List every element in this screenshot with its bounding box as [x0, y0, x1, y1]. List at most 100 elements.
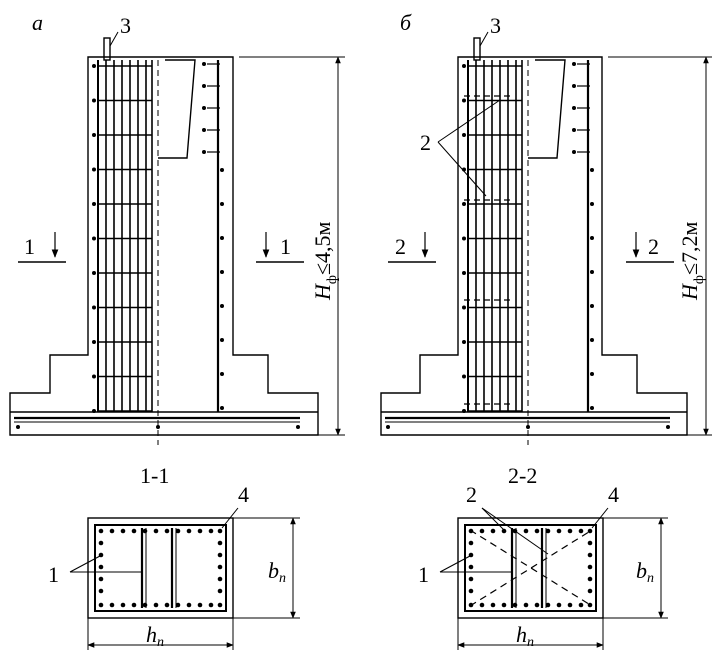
section-bar	[98, 602, 104, 608]
section-bar	[501, 602, 507, 608]
wall-bar-dot	[220, 406, 224, 410]
wall-bar-dot	[572, 62, 576, 66]
section-bar	[153, 602, 159, 608]
socket-outline-a	[158, 59, 196, 159]
section-bar	[217, 552, 223, 558]
mesh-leader-b1	[437, 99, 501, 143]
wall-bar-dot	[590, 168, 594, 172]
cage-bar-dot	[92, 167, 96, 172]
section-bar	[98, 528, 104, 534]
wall-bar-dot	[590, 372, 594, 376]
wall-bar-dot	[202, 84, 206, 88]
bar-leader-b	[479, 31, 489, 47]
section-bar	[164, 528, 170, 534]
cage-bar-dot	[462, 98, 466, 103]
wall-bar-dot	[220, 270, 224, 274]
callout-3-b: 3	[490, 13, 501, 38]
section-bar	[197, 528, 203, 534]
wall-bar-dot	[202, 150, 206, 154]
leader-4b	[591, 507, 609, 529]
cage-bar-dot	[92, 236, 96, 241]
dim-h-label-b: hп	[516, 622, 534, 650]
section-bar	[479, 602, 485, 608]
section-bar	[120, 602, 126, 608]
height-label-a: Hф≤4,5м	[310, 221, 340, 301]
wall-bar-dot	[590, 236, 594, 240]
wall-bar-dot	[220, 168, 224, 172]
section-bar	[534, 528, 540, 534]
wall-bar-dot	[590, 270, 594, 274]
section-bar	[217, 588, 223, 594]
section-bar	[217, 602, 223, 608]
wall-bar-dot	[590, 304, 594, 308]
section-bar	[512, 528, 518, 534]
section-bar	[142, 528, 148, 534]
section-bar	[98, 540, 104, 546]
panel-letter-a: а	[32, 10, 43, 35]
section-bar	[534, 602, 540, 608]
cage-bar-dot	[462, 374, 466, 379]
section-bar	[578, 602, 584, 608]
section-label-right-a: 1	[280, 234, 291, 259]
section-stirrup-a	[94, 524, 227, 612]
socket-outline-b	[528, 59, 566, 159]
section-bar	[587, 540, 593, 546]
section-bar	[501, 528, 507, 534]
cage-bar-dot	[462, 409, 466, 413]
section-bar	[217, 564, 223, 570]
section-bar	[175, 528, 181, 534]
cage-bar-dot	[92, 374, 96, 379]
panel-letter-b: б	[400, 10, 412, 35]
mesh-leader-b2	[437, 141, 487, 197]
section-bar	[567, 602, 573, 608]
cage-bar-dot	[92, 133, 96, 137]
leader-2b-1	[481, 507, 507, 533]
section-bar	[556, 602, 562, 608]
section-bar	[142, 602, 148, 608]
section-bar	[468, 564, 474, 570]
section-bar	[217, 540, 223, 546]
cage-bar-dot	[92, 64, 96, 68]
section-bar	[217, 576, 223, 582]
section-callout-2-b: 2	[466, 482, 477, 507]
cage-bar-dot	[92, 202, 96, 206]
slab-bar-dot	[16, 425, 20, 429]
wall-bar-dot	[572, 150, 576, 154]
section-bar	[186, 528, 192, 534]
section-bar	[109, 602, 115, 608]
leader-1b-1	[439, 555, 471, 573]
section-bar	[109, 528, 115, 534]
section-bar	[587, 528, 593, 534]
section-bars-a	[98, 528, 223, 608]
section-callout-1-a: 1	[48, 562, 59, 587]
wall-bar-dot	[590, 338, 594, 342]
cage-bar-dot	[462, 64, 466, 68]
slab-bar-dot	[666, 425, 670, 429]
section-a	[69, 507, 300, 650]
wall-bar-dot	[590, 406, 594, 410]
section-bar	[468, 528, 474, 534]
cage-bar-dot	[92, 98, 96, 103]
section-callout-1-b: 1	[418, 562, 429, 587]
wall-bar-dot	[220, 236, 224, 240]
wall-bar-dot	[572, 84, 576, 88]
cage-bar-dot	[92, 271, 96, 275]
section-bar	[468, 588, 474, 594]
wall-bar-dot	[202, 106, 206, 110]
panel-b-elevation	[380, 31, 712, 445]
wall-bar-dot	[590, 202, 594, 206]
section-title-a: 1-1	[140, 463, 169, 488]
wall-bar-dot	[220, 202, 224, 206]
section-bar	[578, 528, 584, 534]
column-cage-b	[462, 60, 523, 413]
section-bar	[98, 564, 104, 570]
right-stirrups-b	[386, 62, 670, 429]
dim-h-label-a: hп	[146, 622, 164, 650]
dim-b-label-a: bп	[268, 558, 286, 586]
section-bars-b	[468, 528, 593, 608]
leader-4a	[221, 507, 239, 529]
section-bar	[587, 576, 593, 582]
section-outline-b	[457, 517, 604, 619]
section-bar	[186, 602, 192, 608]
